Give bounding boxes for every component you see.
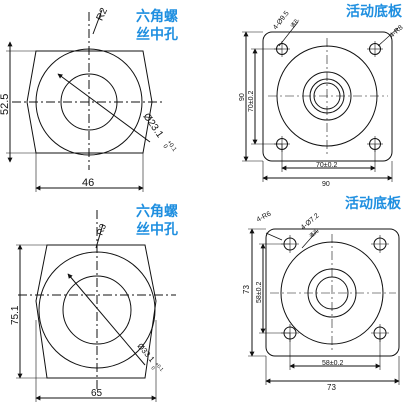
outer-height-label-2: 73 xyxy=(242,285,251,294)
bore-diameter-label: Ø23.1 xyxy=(141,111,166,140)
hex-nut-bottom-view xyxy=(16,210,176,402)
outer-width-label-2: 73 xyxy=(327,383,336,392)
corner-callout-label-2: 4-R6 xyxy=(256,210,273,223)
hex-nut-top-view xyxy=(6,9,165,192)
hex-nut-label-top-line1: 六角螺 xyxy=(136,9,178,25)
plate-label-bottom: 活动底板 xyxy=(345,196,401,212)
radius-label: R2 xyxy=(95,6,111,23)
hole-callout-extra: 通孔 xyxy=(289,17,301,29)
hex-outline-2 xyxy=(35,244,157,379)
plate-top-view xyxy=(242,21,399,182)
radius-label-2: R3 xyxy=(95,222,109,236)
hex-nut-label-bottom-line1: 六角螺 xyxy=(136,204,178,220)
inner-height-label: 70±0.2 xyxy=(248,91,255,112)
bore-tolerance-lower: 0 xyxy=(161,144,168,151)
bore-diameter-label-2: Ø33.1 xyxy=(135,342,156,365)
corner-callout-label: 4-R8 xyxy=(389,24,405,39)
bore-tolerance-upper-2: +0.1 xyxy=(153,361,164,373)
bore-tolerance-lower-2: 0 xyxy=(149,365,156,371)
inner-width-label: 70±0.2 xyxy=(316,162,337,169)
hole-callout-label: 4-Ø9.5 xyxy=(272,10,291,31)
hex-nut-label-bottom-line2: 丝中孔 xyxy=(136,222,178,238)
width-dimension-label-2: 65 xyxy=(91,388,103,399)
hex-nut-label-top-line2: 丝中孔 xyxy=(136,27,178,43)
plate-label-top: 活动底板 xyxy=(346,4,402,20)
height-dimension-label-2: 75.1 xyxy=(10,305,21,325)
width-dimension-label: 46 xyxy=(82,177,94,189)
hole-callout-extra-2: 通孔 xyxy=(308,228,320,240)
plate-bottom-view xyxy=(248,228,400,385)
plate-outline-2 xyxy=(265,228,400,357)
outer-width-label: 90 xyxy=(322,181,330,188)
plate-outline xyxy=(262,31,393,162)
outer-height-label: 90 xyxy=(239,93,246,101)
inner-height-label-2: 58±0.2 xyxy=(256,282,263,303)
inner-width-label-2: 58±0.2 xyxy=(322,360,343,367)
hex-bore-circle-2 xyxy=(62,275,132,345)
height-dimension-label: 52.5 xyxy=(0,94,11,115)
